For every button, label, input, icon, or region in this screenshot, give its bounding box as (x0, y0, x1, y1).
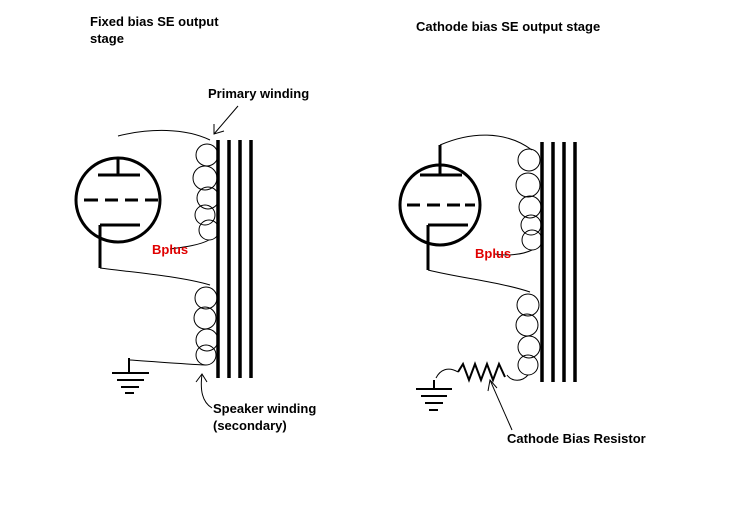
left-cathode-wire (99, 267, 211, 286)
right-secondary-return (506, 374, 529, 381)
cathode-bias-circuit: Cathode bias SE output stage Bplus (398, 19, 646, 446)
fixed-bias-circuit: Fixed bias SE output stage Bplus (74, 14, 316, 433)
right-secondary-winding (515, 293, 541, 376)
left-title-line1: Fixed bias SE output (90, 14, 219, 29)
right-resistor-label: Cathode Bias Resistor (507, 431, 646, 446)
right-title: Cathode bias SE output stage (416, 19, 600, 34)
left-speaker-label-line2: (secondary) (213, 418, 287, 433)
right-ground-icon (416, 380, 452, 411)
left-secondary-winding (193, 286, 219, 366)
left-title-line2: stage (90, 31, 124, 46)
right-resistor-arrow (487, 378, 513, 431)
left-bplus-label: Bplus (152, 242, 188, 257)
left-primary-label: Primary winding (208, 86, 309, 101)
right-transformer-core (540, 142, 577, 382)
right-cathode-bias-resistor (457, 361, 506, 383)
right-bplus-wire (494, 249, 533, 256)
left-transformer-core (216, 140, 253, 378)
left-vacuum-tube (74, 156, 162, 268)
left-primary-arrow (213, 105, 239, 135)
left-speaker-label-line1: Speaker winding (213, 401, 316, 416)
right-plate-wire (439, 134, 533, 151)
right-vacuum-tube (398, 145, 482, 270)
left-ground-icon (112, 358, 149, 394)
left-ground-wire (129, 359, 207, 366)
left-plate-wire (117, 129, 211, 141)
right-cathode-wire (427, 269, 531, 293)
right-ground-wire (435, 368, 459, 379)
left-primary-winding (192, 143, 220, 241)
right-bplus-label: Bplus (475, 246, 511, 261)
left-speaker-arrow (195, 373, 213, 409)
right-primary-winding (515, 148, 543, 251)
left-bplus-wire (169, 239, 210, 250)
